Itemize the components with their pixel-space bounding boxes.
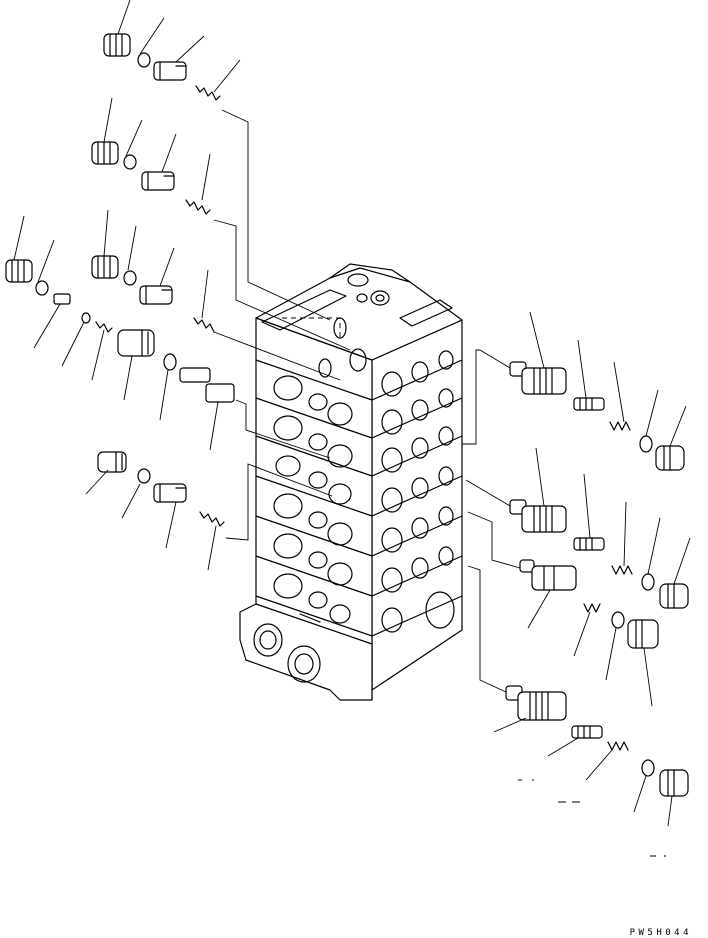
cap-part [153, 61, 187, 81]
spool-part [573, 397, 605, 411]
plug-part [627, 619, 659, 649]
solenoid-spool-part [509, 499, 567, 533]
cap-part [659, 769, 689, 797]
spring [193, 317, 215, 333]
assembly-lines-left [213, 109, 351, 541]
spring [611, 565, 633, 575]
o-ring [163, 353, 177, 371]
right-assembly-row-3 [519, 559, 659, 649]
assembly-lines-right [462, 349, 521, 693]
cap-part [153, 483, 187, 503]
cap-part [659, 583, 689, 609]
check-valve-part [519, 559, 577, 591]
right-assembly-row-2 [509, 499, 689, 609]
o-ring [137, 468, 151, 484]
spring [195, 85, 221, 101]
spring [185, 199, 211, 215]
o-ring [123, 154, 137, 170]
washer [81, 312, 91, 324]
o-ring [641, 573, 655, 591]
spring [199, 511, 225, 527]
cap-part [141, 171, 175, 191]
front-ports [273, 375, 353, 624]
left-assembly-row-1 [103, 33, 221, 101]
solenoid-spool-part [505, 685, 567, 721]
leader-lines-right [493, 311, 691, 827]
valve-body [239, 263, 463, 701]
solenoid-spool-part [509, 361, 567, 395]
end-plate [239, 603, 373, 701]
spring [609, 421, 631, 431]
spool-part [573, 537, 605, 551]
plug-part [97, 451, 127, 473]
plug-part [103, 33, 131, 57]
o-ring [611, 611, 625, 629]
cap-part [139, 285, 173, 305]
plug-part [5, 259, 33, 283]
o-ring [123, 270, 137, 286]
left-assembly-row-4 [97, 451, 225, 527]
plug-part [91, 141, 119, 165]
cap-part [655, 445, 685, 471]
drawing-code: PW5H044 [629, 928, 692, 938]
spring [583, 603, 601, 613]
right-assembly-row-1 [509, 361, 685, 471]
relief-valve-part [117, 329, 155, 357]
stray-marks [518, 779, 666, 857]
right-assembly-row-4 [505, 685, 689, 797]
spring [607, 741, 629, 751]
spool-part [179, 367, 235, 403]
leader-lines-left [13, 0, 241, 571]
spring [95, 321, 113, 333]
left-assembly-row-2 [91, 141, 211, 215]
o-ring [641, 759, 655, 777]
o-ring [137, 52, 151, 68]
left-assembly-row-3 [5, 255, 235, 403]
side-ports [381, 350, 455, 633]
screw-part [53, 293, 71, 305]
spool-part [571, 725, 603, 739]
plug-part [91, 255, 119, 279]
o-ring [35, 280, 49, 296]
o-ring [639, 435, 653, 453]
